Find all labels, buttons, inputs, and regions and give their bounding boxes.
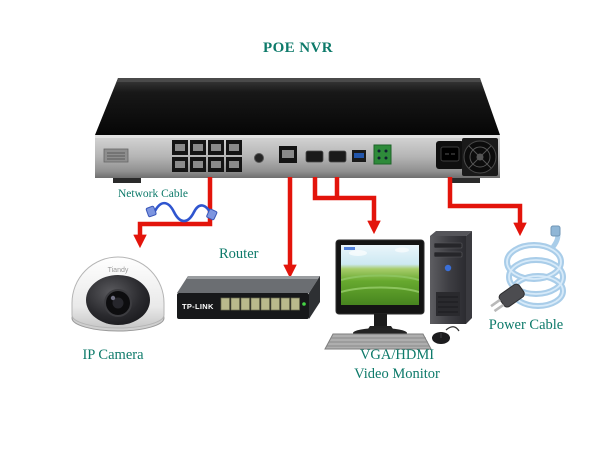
computer-device — [324, 231, 472, 350]
router-device: TP-LINK — [177, 276, 320, 319]
arrow-nvr-to-monitor — [312, 177, 381, 235]
ip-camera-label: IP Camera — [82, 347, 144, 363]
mouse — [432, 326, 460, 344]
nvr-fan — [462, 138, 498, 176]
router-brand-text: TP-LINK — [182, 302, 214, 311]
keyboard — [324, 333, 432, 350]
nvr-audio-jack — [254, 153, 264, 163]
router-label: Router — [219, 246, 259, 262]
nvr-usb-port — [352, 150, 366, 162]
nvr-foot-right — [452, 178, 480, 183]
nvr-poe-ports — [172, 140, 242, 172]
diagram-title: POE NVR — [263, 40, 333, 56]
nvr-video-ports — [305, 150, 347, 163]
nvr-lan-port — [279, 146, 297, 163]
arrow-nvr-to-camera — [133, 177, 213, 249]
arrow-nvr-to-power — [447, 177, 527, 237]
video-monitor-label: VGA/HDMI Video Monitor — [322, 346, 472, 384]
pc-tower — [430, 231, 472, 324]
power-cable-device — [490, 225, 566, 313]
nvr-vent-logo — [103, 148, 129, 163]
nvr-terminal-block — [373, 144, 392, 165]
connection-arrows — [133, 177, 527, 279]
camera-brand-text: Tiandy — [108, 267, 129, 274]
ip-camera-device: Tiandy — [71, 256, 165, 332]
power-cable-label: Power Cable — [488, 317, 564, 333]
video-monitor-label-line1: VGA/HDMI — [359, 347, 435, 363]
router-ports — [220, 297, 300, 311]
nvr-device — [95, 78, 500, 183]
monitor — [335, 239, 425, 338]
power-button — [444, 264, 452, 272]
power-plug — [490, 283, 525, 313]
video-monitor-label-line2: Video Monitor — [354, 365, 440, 382]
network-cable-label: Network Cable — [118, 188, 188, 200]
network-cable-icon — [145, 201, 218, 223]
nvr-power-inlet — [436, 141, 464, 169]
nvr-foot-left — [113, 178, 141, 183]
